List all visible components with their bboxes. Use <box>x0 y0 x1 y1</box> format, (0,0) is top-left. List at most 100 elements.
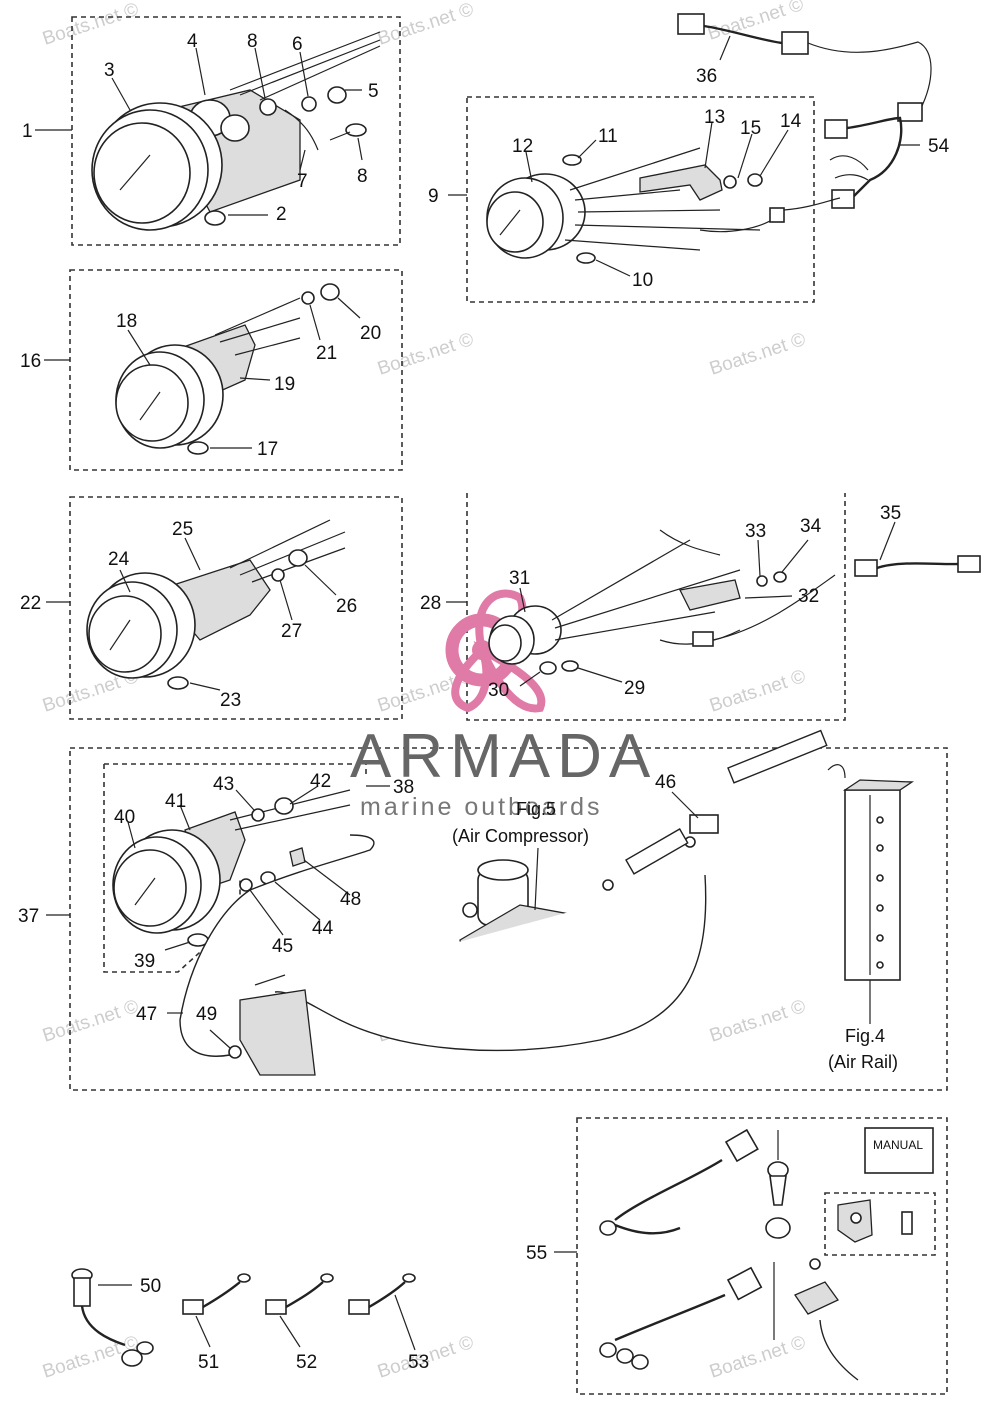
part-number-28: 28 <box>420 593 441 614</box>
leader-lines-16 <box>44 297 361 449</box>
part-number-35: 35 <box>880 503 901 524</box>
part-number-34: 34 <box>800 516 822 537</box>
part-number-44: 44 <box>312 918 334 939</box>
part-number-49: 49 <box>196 1004 217 1025</box>
part-number-6: 6 <box>292 34 303 55</box>
part-number-8b: 8 <box>357 166 368 187</box>
group-box-22 <box>69 496 403 720</box>
harness-52 <box>265 1273 334 1315</box>
part-number-45: 45 <box>272 936 293 957</box>
part-number-54: 54 <box>928 136 950 157</box>
gauge-assembly-22 <box>86 519 346 690</box>
fittings-46 <box>274 729 828 1052</box>
part-number-42: 42 <box>310 771 331 792</box>
part-number-9: 9 <box>428 186 439 207</box>
fig4-title: Fig.4 <box>845 1026 885 1046</box>
watermark: Boats.net © <box>375 0 476 50</box>
part-number-55: 55 <box>526 1243 547 1264</box>
group-box-55 <box>576 1117 948 1395</box>
part-number-22: 22 <box>20 593 41 614</box>
part-number-12: 12 <box>512 136 533 157</box>
fig4-subtitle: (Air Rail) <box>828 1052 898 1072</box>
part-number-2: 2 <box>276 204 287 225</box>
gauge-assembly-1 <box>91 31 381 231</box>
fig5-title: Fig.5 <box>516 799 556 819</box>
leader-lines-1 <box>35 47 363 216</box>
part-number-31: 31 <box>509 568 530 589</box>
leader-lines-9 <box>448 121 789 277</box>
part-number-37: 37 <box>18 906 39 927</box>
part-number-30: 30 <box>488 680 509 701</box>
part-number-32: 32 <box>798 586 819 607</box>
watermark: Boats.net © <box>707 329 808 380</box>
part-number-20: 20 <box>360 323 381 344</box>
part-number-1: 1 <box>22 121 33 142</box>
part-number-43: 43 <box>213 774 234 795</box>
part-number-14: 14 <box>780 111 802 132</box>
part-number-labels: 1 2 3 4 5 6 7 8 8 9 10 11 12 13 14 15 16… <box>18 31 950 1373</box>
gauge-assembly-40 <box>112 789 375 1057</box>
part-number-13: 13 <box>704 107 725 128</box>
part-number-3: 3 <box>104 60 115 81</box>
group-box-9 <box>466 96 815 303</box>
leader-lines-36-54 <box>719 35 920 146</box>
watermark: Boats.net © <box>375 329 476 380</box>
gauge-assembly-28 <box>488 529 981 675</box>
group-box-1 <box>71 16 401 246</box>
part-number-23: 23 <box>220 690 241 711</box>
armada-logo <box>445 589 546 713</box>
part-number-17: 17 <box>257 439 278 460</box>
group-box-38 <box>103 763 367 973</box>
manual-label: MANUAL <box>873 1138 923 1152</box>
leader-lines-28 <box>446 521 896 687</box>
part-number-33: 33 <box>745 521 766 542</box>
air-rail <box>827 764 915 981</box>
part-number-39: 39 <box>134 951 155 972</box>
brand-name: ARMADA <box>350 722 657 791</box>
part-number-36: 36 <box>696 66 717 87</box>
part-number-46: 46 <box>655 772 676 793</box>
watermark: Boats.net © <box>40 0 141 50</box>
part-number-10: 10 <box>632 270 653 291</box>
bracket-47-49 <box>228 974 316 1076</box>
part-number-51: 51 <box>198 1352 219 1373</box>
part-number-27: 27 <box>281 621 302 642</box>
leader-lines-37 <box>46 785 871 1049</box>
gauge-assembly-16 <box>115 283 340 455</box>
part-number-53: 53 <box>408 1352 429 1373</box>
group-box-16 <box>69 269 403 471</box>
harness-36-54 <box>677 13 932 211</box>
part-number-7: 7 <box>297 171 308 192</box>
gauge-assembly-9 <box>486 147 785 264</box>
brand-tagline: marine outboards <box>360 793 603 821</box>
part-number-52: 52 <box>296 1352 317 1373</box>
part-number-24: 24 <box>108 549 130 570</box>
part-number-8a: 8 <box>247 31 258 52</box>
watermark: Boats.net © <box>707 996 808 1047</box>
manual-box <box>864 1127 934 1174</box>
leader-lines-50-53 <box>98 1284 416 1351</box>
group-box-37 <box>69 747 948 1091</box>
watermark: Boats.net © <box>707 666 808 717</box>
part-number-19: 19 <box>274 374 295 395</box>
part-number-41: 41 <box>165 791 186 812</box>
part-number-25: 25 <box>172 519 193 540</box>
part-number-15: 15 <box>740 118 761 139</box>
part-number-38: 38 <box>393 777 414 798</box>
part-number-48: 48 <box>340 889 361 910</box>
watermark: Boats.net © <box>40 996 141 1047</box>
part-number-11: 11 <box>598 126 618 147</box>
part-number-16: 16 <box>20 351 41 372</box>
harness-51 <box>182 1273 251 1315</box>
harness-53 <box>348 1273 416 1315</box>
watermark: Boats.net © <box>707 1332 808 1383</box>
switch-50 <box>71 1268 154 1367</box>
part-number-21: 21 <box>316 343 337 364</box>
part-number-47: 47 <box>136 1004 157 1025</box>
part-number-40: 40 <box>114 807 135 828</box>
group-box-28 <box>466 493 846 721</box>
part-number-26: 26 <box>336 596 357 617</box>
part-number-5: 5 <box>368 81 379 102</box>
leader-lines-22 <box>46 537 337 691</box>
